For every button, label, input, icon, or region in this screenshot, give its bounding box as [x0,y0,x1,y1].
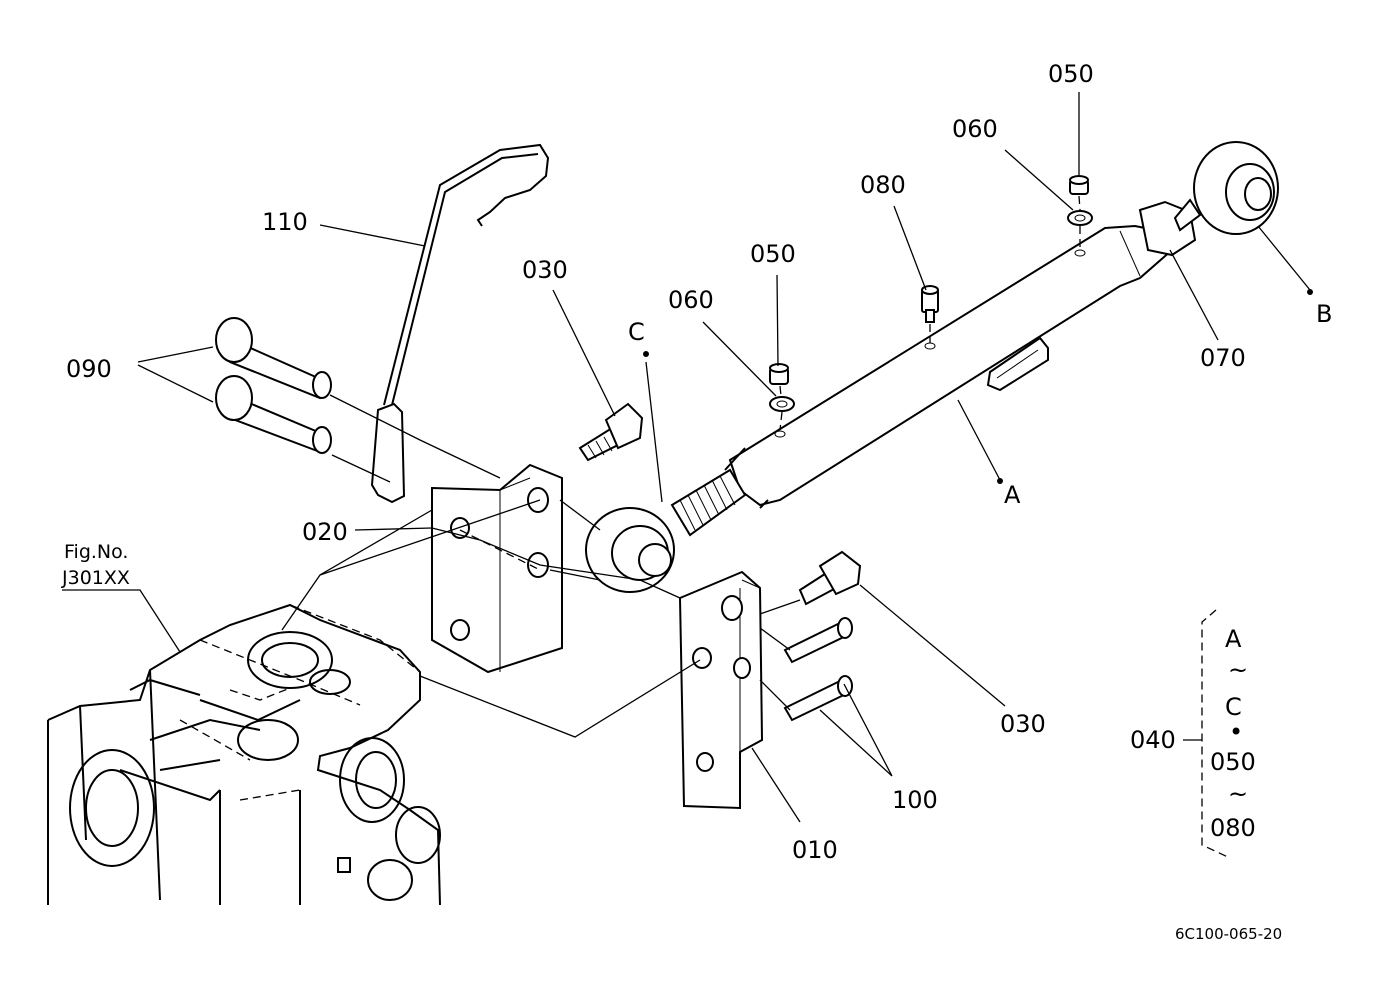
pin-100-lower [783,675,853,722]
top-link-rod [585,141,1279,593]
bolt-030-upper [578,402,644,462]
pin-090-lower [215,375,332,454]
point-dot-a [997,478,1003,484]
callout-050-mid: 050 [750,240,796,268]
drawing-code: 6C100-065-20 [1175,925,1282,943]
callout-110: 110 [262,208,308,236]
assembly-item-050: 050 [1210,748,1256,776]
assembly-group-label: 040 [1130,726,1176,754]
point-label-c: C [628,318,645,346]
point-label-a: A [1004,481,1021,509]
assembly-group-040: 040 A ~ C • 050 ~ 080 [1130,609,1256,859]
assembly-item-a: A [1225,625,1242,653]
washer-060-mid [769,396,795,412]
assembly-item-tilde-2: ~ [1228,780,1248,808]
callout-060-mid: 060 [668,286,714,314]
washer-060-top [1067,210,1093,226]
leader-lines [62,92,1311,823]
point-dot-b [1307,289,1313,295]
pin-100-upper [783,617,853,664]
callout-060-top: 060 [952,115,998,143]
callout-070: 070 [1200,344,1246,372]
callout-030-lower: 030 [1000,710,1046,738]
bracket-010 [678,570,764,810]
screw-050-top [1069,175,1089,195]
pin-090-upper [215,317,332,400]
fig-reference-line1: Fig.No. [64,541,128,563]
screw-050-mid [769,363,789,385]
assembly-item-c: C [1225,693,1242,721]
bracket-020 [431,463,563,674]
assembly-item-dot: • [1229,718,1243,746]
callout-080: 080 [860,171,906,199]
callout-010: 010 [792,836,838,864]
bolt-030-lower [798,550,862,606]
grease-nipple-080 [921,285,939,323]
hook-pin-110 [370,143,550,504]
callout-050-top: 050 [1048,60,1094,88]
callout-030-upper: 030 [522,256,568,284]
transmission-housing [47,603,441,906]
fig-reference-line2: J301XX [61,567,130,589]
callout-100: 100 [892,786,938,814]
callout-090: 090 [66,355,112,383]
point-label-b: B [1316,300,1332,328]
point-dot-c [643,351,649,357]
assembly-item-080: 080 [1210,814,1256,842]
callout-020: 020 [302,518,348,546]
assembly-item-tilde-1: ~ [1228,656,1248,684]
